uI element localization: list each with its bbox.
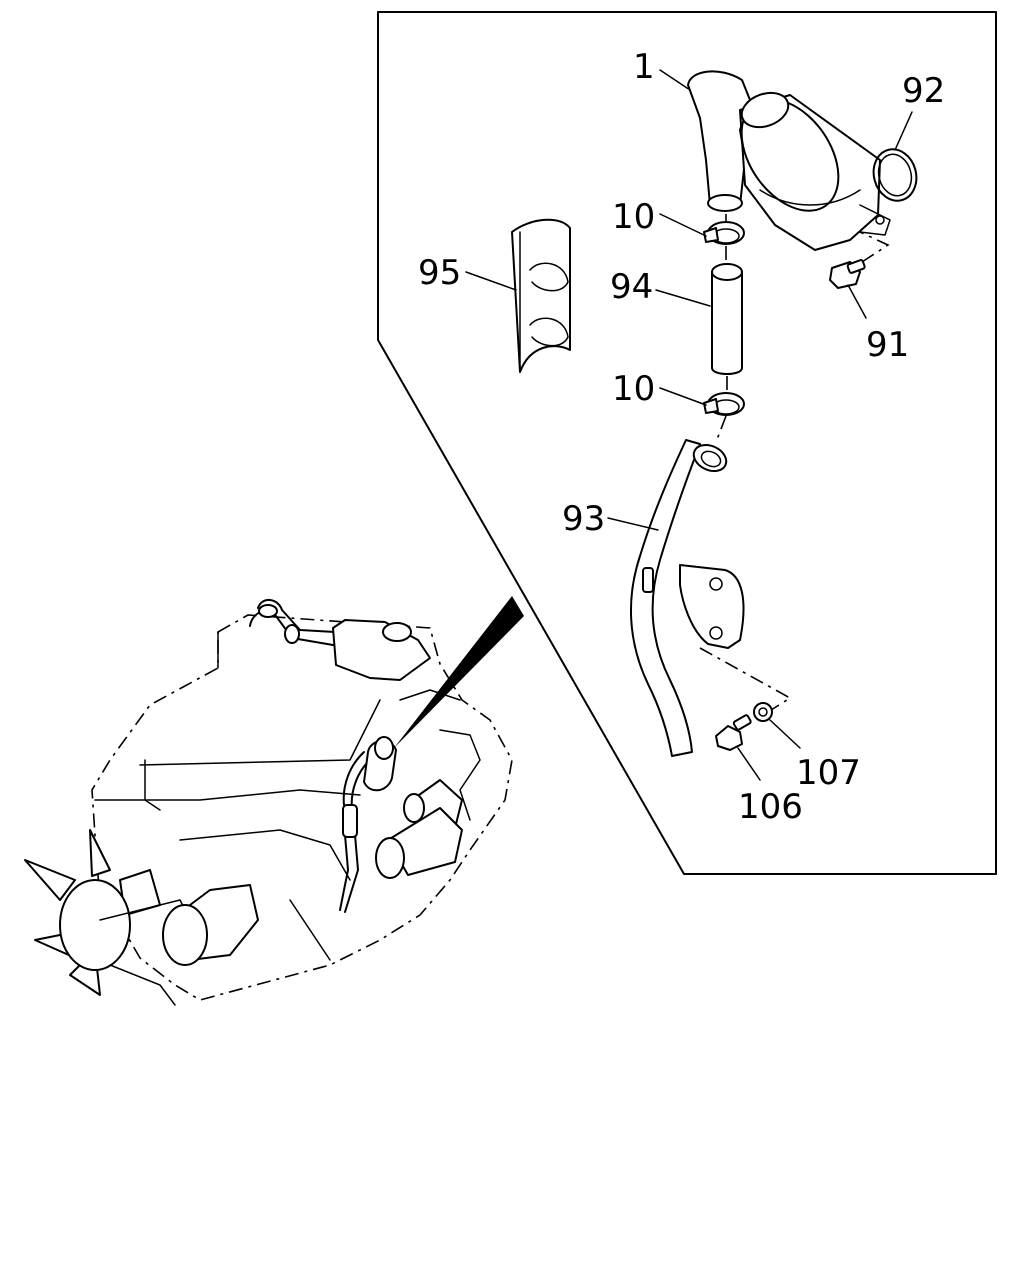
callout-107: 107 bbox=[796, 753, 861, 793]
part-1-breather-assembly bbox=[687, 70, 891, 251]
part-94-hose bbox=[711, 263, 743, 375]
callout-106: 106 bbox=[738, 787, 803, 827]
part-106-bolt bbox=[715, 714, 752, 751]
callout-91: 91 bbox=[866, 325, 909, 365]
engine-overview bbox=[24, 596, 524, 1006]
pointer-wedge bbox=[394, 596, 524, 748]
part-10-hose-clamp-lower bbox=[703, 392, 745, 416]
part-92-o-ring bbox=[872, 148, 918, 202]
callout-92: 92 bbox=[902, 71, 945, 111]
callout-10-lower: 10 bbox=[612, 369, 655, 409]
leader-lines bbox=[465, 69, 913, 781]
callout-95: 95 bbox=[418, 253, 461, 293]
part-107-washer bbox=[753, 702, 773, 722]
callout-10-upper: 10 bbox=[612, 197, 655, 237]
callout-1: 1 bbox=[633, 47, 655, 87]
detail-frame bbox=[377, 11, 997, 875]
callout-93: 93 bbox=[562, 499, 605, 539]
callout-94: 94 bbox=[610, 267, 653, 307]
part-91-bolt bbox=[829, 259, 866, 289]
part-95-heat-shield bbox=[511, 218, 571, 373]
part-10-hose-clamp-upper bbox=[703, 221, 745, 245]
part-93-guide-tube bbox=[629, 439, 745, 757]
